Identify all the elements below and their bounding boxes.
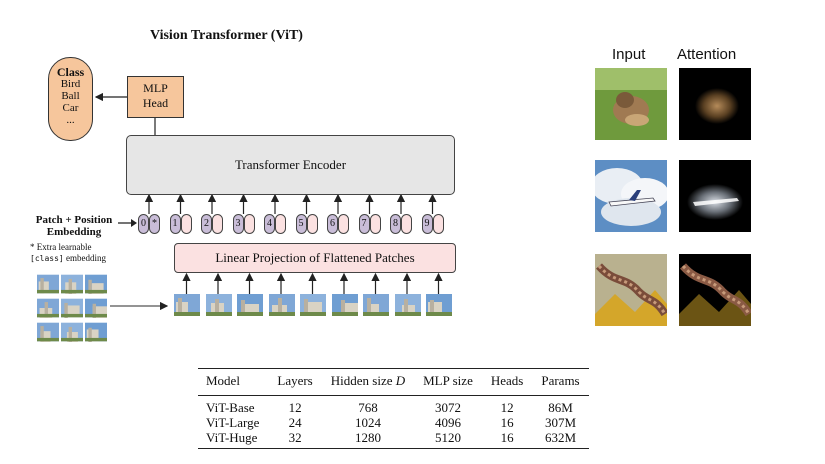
cell-params: 86M (548, 400, 573, 415)
patch-embedding-5 (306, 214, 318, 234)
cell-hidden: 1024 (354, 415, 381, 430)
dog-input-image (595, 68, 667, 140)
class-item-more: ... (66, 114, 75, 126)
cell-heads: 12 (500, 400, 514, 415)
note-line1: * Extra learnable (30, 242, 92, 252)
table-row: ViT-Base 12 768 3072 12 86M (198, 396, 589, 416)
input-column-header: Input (612, 46, 646, 63)
sequence-patch-5 (300, 294, 326, 317)
position-embedding-2: 2 (201, 214, 212, 234)
cell-params: 632M (532, 430, 589, 449)
vit-model-table: Model Layers Hidden size D MLP size Head… (198, 368, 589, 449)
image-patch (85, 274, 107, 295)
col-hidden-size: Hidden size D (330, 373, 406, 388)
col-heads: Heads (490, 373, 524, 388)
patch-embedding-3 (243, 214, 255, 234)
sequence-patch-7 (363, 294, 389, 318)
diagram-connectors (94, 92, 443, 311)
snake-attention-map (679, 254, 751, 326)
position-embedding-4: 4 (264, 214, 275, 234)
position-embedding-5: 5 (295, 214, 307, 234)
sequence-patch-2 (205, 294, 232, 317)
class-item-ball: Ball (61, 90, 80, 102)
class-item-car: Car (62, 102, 79, 114)
position-embedding-3: 3 (232, 214, 244, 234)
class-output-box: Class Bird Ball Car ... (48, 57, 93, 141)
position-embedding-1: 1 (169, 214, 181, 234)
cell-mlp: 5120 (414, 430, 482, 449)
col-model: Model (206, 373, 240, 388)
sequence-patch-9 (426, 294, 452, 318)
class-item-bird: Bird (60, 78, 81, 90)
embedding-label-line1: Patch + Position (35, 214, 113, 226)
patch-embedding-4 (275, 214, 286, 234)
cell-model: ViT-Large (206, 415, 260, 430)
table-header-row: Model Layers Hidden size D MLP size Head… (198, 368, 589, 396)
col-layers: Layers (277, 373, 313, 388)
head-label: Head (142, 96, 169, 110)
cell-mlp: 4096 (434, 415, 461, 430)
image-patch (37, 274, 59, 294)
extra-class-note: * Extra learnable [class] embedding (30, 242, 106, 264)
airplane-input-image (595, 160, 667, 232)
dog-attention-map (679, 68, 751, 140)
cell-hidden: 1280 (321, 430, 415, 449)
patch-embedding-8 (401, 214, 412, 234)
embedding-arrow (118, 219, 137, 227)
image-patch (37, 298, 59, 320)
mlp-label: MLP (143, 81, 168, 95)
class-token-embedding: * (149, 214, 160, 234)
sequence-patch-6 (331, 294, 358, 318)
cell-model: ViT-Huge (198, 430, 269, 449)
image-patch (85, 322, 107, 343)
mlp-head-box: MLP Head (127, 76, 184, 118)
cell-layers: 24 (288, 415, 302, 430)
position-embedding-8: 8 (390, 214, 401, 234)
diagram-title: Vision Transformer (ViT) (150, 28, 303, 43)
cell-params: 307M (544, 415, 577, 430)
image-patch (61, 274, 83, 295)
cell-mlp: 3072 (434, 400, 461, 415)
cell-heads: 16 (500, 415, 514, 430)
position-embedding-7: 7 (358, 214, 370, 234)
snake-input-image (595, 254, 667, 326)
position-embedding-9: 9 (421, 214, 433, 234)
position-embedding-0: 0 (138, 214, 149, 234)
cell-layers: 32 (268, 430, 322, 449)
image-patch (37, 322, 59, 343)
embedding-label: Patch + Position Embedding (28, 214, 120, 238)
image-patch (85, 298, 107, 319)
cell-model: ViT-Base (206, 400, 255, 415)
patch-embedding-1 (180, 214, 192, 234)
note-suffix: embedding (63, 253, 106, 263)
transformer-encoder-box: Transformer Encoder (126, 135, 455, 195)
sequence-patch-8 (394, 294, 421, 319)
class-heading: Class (56, 65, 85, 79)
patch-embedding-9 (432, 214, 444, 234)
table-row: ViT-Huge 32 1280 5120 16 632M (198, 430, 589, 449)
position-embedding-6: 6 (327, 214, 338, 234)
sequence-patch-1 (174, 294, 200, 316)
attention-column-header: Attention (677, 46, 737, 63)
note-code: [class] (30, 254, 64, 263)
sequence-patch-3 (237, 294, 263, 318)
patch-embedding-7 (369, 214, 381, 234)
image-patch (61, 298, 83, 319)
cell-layers: 12 (288, 400, 302, 415)
embedding-label-line2: Embedding (46, 226, 102, 238)
linear-projection-box: Linear Projection of Flattened Patches (174, 243, 456, 273)
table-row: ViT-Large 24 1024 4096 16 307M (198, 415, 589, 430)
cell-hidden: 768 (358, 400, 378, 415)
patch-embedding-2 (212, 214, 223, 234)
col-mlp-size: MLP size (423, 373, 473, 388)
image-patch (61, 322, 83, 344)
sequence-patch-4 (268, 294, 295, 319)
patch-embedding-6 (338, 214, 349, 234)
airplane-attention-map (679, 160, 751, 232)
cell-heads: 16 (481, 430, 533, 449)
col-params: Params (541, 373, 580, 388)
